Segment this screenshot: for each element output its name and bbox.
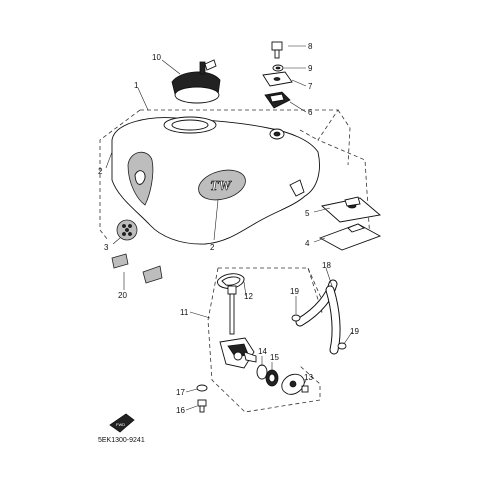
plate-13 (281, 373, 309, 395)
clip-19a (291, 314, 301, 322)
callout-15: 15 (270, 353, 279, 362)
callout-13: 13 (304, 373, 313, 382)
bolt-16 (197, 399, 207, 413)
callout-2a: 2 (98, 167, 103, 176)
callout-20: 20 (118, 291, 127, 300)
damper-6 (262, 71, 293, 87)
callout-18: 18 (322, 261, 331, 270)
callout-2b: 2 (210, 243, 215, 252)
callout-5: 6 (308, 108, 313, 117)
tank-assembly-boundary (99, 109, 371, 241)
bracket-4 (321, 196, 382, 223)
callout-10: 10 (152, 53, 161, 62)
plate-7 (318, 223, 382, 251)
callout-12: 12 (244, 292, 253, 301)
damper-3 (116, 219, 138, 241)
front-mark-text: FWD (116, 422, 125, 427)
callout-4: 5 (305, 209, 310, 218)
callout-7: 4 (305, 239, 310, 248)
callout-19b: 19 (350, 327, 359, 336)
callout-14: 14 (258, 347, 267, 356)
fuel-tank: TW (111, 116, 320, 245)
callout-8: 8 (308, 42, 313, 51)
callout-1: 1 (134, 81, 139, 90)
damper-5 (264, 91, 291, 109)
callout-labels: 10 1 2 2 3 8 9 7 6 5 4 20 11 12 19 18 19… (98, 42, 359, 415)
callout-16: 16 (176, 406, 185, 415)
callout-9: 9 (308, 64, 313, 73)
clip-19b (337, 342, 347, 350)
washer-9 (272, 64, 284, 72)
lever-15 (265, 369, 279, 387)
callout-11: 11 (180, 308, 189, 317)
fuel-hose-18 (295, 279, 341, 355)
tank-emblem-text: TW (210, 179, 233, 194)
fuel-cock (219, 285, 257, 369)
bolt-8 (271, 41, 283, 59)
callout-6: 7 (308, 82, 313, 91)
callout-19a: 19 (290, 287, 299, 296)
gasket-14 (256, 364, 268, 380)
fuel-cap (171, 59, 221, 104)
front-direction-marker: FWD (109, 413, 135, 433)
pads-20 (111, 253, 163, 284)
washer-17 (196, 384, 208, 392)
leader-lines (105, 45, 353, 411)
drawing-code: 5EK1300-9241 (98, 437, 145, 444)
callout-3: 3 (104, 243, 109, 252)
callout-17: 17 (176, 388, 185, 397)
o-ring-12 (217, 273, 245, 289)
